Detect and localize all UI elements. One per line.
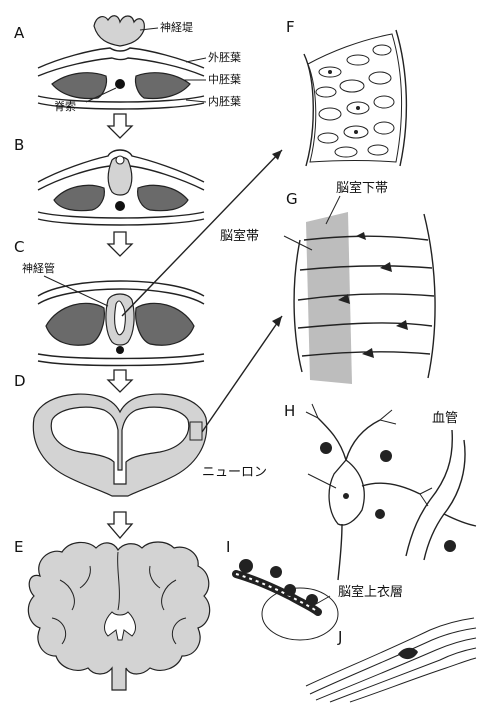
c-notochord bbox=[116, 346, 124, 354]
g-cell-1 bbox=[356, 232, 366, 240]
j-fiber-5 bbox=[350, 658, 476, 702]
arrow-d-to-g bbox=[202, 316, 282, 432]
b-notochord bbox=[115, 201, 125, 211]
neural-crest-fold bbox=[94, 16, 144, 46]
ectoderm-inner bbox=[38, 58, 204, 76]
g-cell-4 bbox=[396, 320, 408, 330]
down-arrow-a-b bbox=[108, 114, 132, 138]
c-endoderm-inner bbox=[38, 361, 204, 366]
panel-d-neural-tube-section bbox=[33, 394, 206, 496]
h-neuron-soma bbox=[329, 460, 364, 525]
h-glia-4 bbox=[444, 540, 456, 552]
f-nucleus-2 bbox=[356, 106, 360, 110]
label-mesoderm: 中胚葉 bbox=[208, 72, 241, 86]
down-arrow-b-c bbox=[108, 232, 132, 256]
h-glia-3 bbox=[375, 509, 385, 519]
c-neural-canal bbox=[115, 301, 126, 335]
down-arrow-d-e bbox=[108, 512, 132, 538]
i-outline bbox=[262, 588, 338, 640]
h-dendrite-1 bbox=[318, 418, 346, 460]
label-ependymal-layer: 脳室上衣層 bbox=[338, 584, 403, 600]
j-fiber-2 bbox=[310, 628, 476, 694]
b-endoderm-outer bbox=[38, 212, 204, 218]
h-dendrite-3 bbox=[362, 483, 420, 494]
panel-letter-a: A bbox=[14, 24, 25, 42]
j-fiber-3 bbox=[316, 638, 476, 700]
b-mesoderm-left bbox=[54, 185, 104, 210]
panel-letter-g: G bbox=[286, 190, 298, 208]
h-dendrite-2 bbox=[346, 420, 380, 460]
notochord bbox=[115, 79, 125, 89]
panel-h-neuron bbox=[306, 404, 476, 580]
mesoderm-left bbox=[52, 73, 107, 99]
i-cell-chain bbox=[236, 574, 318, 612]
leader-ectoderm bbox=[186, 58, 206, 62]
label-notochord: 脊索 bbox=[54, 99, 76, 113]
panel-letter-f: F bbox=[286, 18, 295, 36]
ectoderm-outer bbox=[38, 48, 204, 68]
label-neural-crest: 神経堤 bbox=[160, 20, 193, 34]
panel-letter-i: I bbox=[226, 538, 230, 556]
h-neuron-nucleus bbox=[343, 493, 349, 499]
i-glia-3 bbox=[284, 584, 296, 596]
panel-letter-b: B bbox=[14, 136, 24, 154]
panel-j-fiber-bundle bbox=[306, 618, 476, 702]
f-nucleus-1 bbox=[328, 70, 332, 74]
i-glia-1 bbox=[239, 559, 253, 573]
g-cell-5 bbox=[362, 348, 374, 358]
label-ventricular-zone: 脳室帯 bbox=[220, 228, 259, 244]
h-axon bbox=[338, 524, 342, 580]
j-cell bbox=[398, 648, 418, 659]
panel-letter-e: E bbox=[14, 538, 23, 556]
leader-endoderm bbox=[186, 100, 206, 102]
label-subventricular-zone: 脳室下帯 bbox=[336, 180, 388, 196]
c-endoderm-outer bbox=[38, 354, 204, 359]
label-blood-vessel: 血管 bbox=[432, 411, 458, 426]
leader-neural-tube bbox=[44, 276, 108, 306]
f-tissue-area bbox=[308, 34, 402, 162]
panel-letter-c: C bbox=[14, 238, 24, 256]
h-blood-vessel-1 bbox=[406, 430, 452, 556]
panel-letter-h: H bbox=[284, 402, 295, 420]
c-mesoderm-left bbox=[46, 303, 104, 345]
c-mesoderm-right bbox=[136, 303, 194, 345]
i-glia-2 bbox=[270, 566, 282, 578]
panel-letter-j: J bbox=[337, 628, 342, 646]
panel-c-embryo-section bbox=[38, 276, 204, 366]
b-endoderm-inner bbox=[38, 219, 204, 225]
panel-b-embryo-section bbox=[38, 150, 204, 225]
panel-f-tissue-closeup bbox=[304, 30, 406, 166]
h-glia-1 bbox=[320, 442, 332, 454]
panel-i-ependymal-cells bbox=[236, 559, 338, 640]
panel-g-cortex-closeup bbox=[284, 196, 435, 384]
j-fiber-1 bbox=[306, 618, 474, 686]
label-ectoderm: 外胚葉 bbox=[208, 50, 241, 64]
panel-letter-d: D bbox=[14, 372, 26, 390]
label-endoderm: 内胚葉 bbox=[208, 94, 241, 108]
arrowhead-d-to-g bbox=[272, 316, 282, 327]
h-vessel-branch bbox=[444, 514, 476, 526]
h-glia-2 bbox=[380, 450, 392, 462]
b-neural-crest-cell bbox=[116, 156, 124, 164]
g-left-edge bbox=[294, 240, 302, 372]
label-neuron: ニューロン bbox=[202, 465, 267, 480]
down-arrow-c-d bbox=[108, 370, 132, 392]
panel-e-brain-coronal-section bbox=[28, 542, 209, 690]
leader-ependymal-layer bbox=[316, 596, 330, 604]
mesoderm-right bbox=[135, 73, 190, 99]
b-mesoderm-right bbox=[138, 185, 188, 210]
label-neural-tube: 神経管 bbox=[22, 261, 55, 275]
f-nucleus-3 bbox=[354, 130, 358, 134]
g-cell-2 bbox=[380, 262, 392, 272]
